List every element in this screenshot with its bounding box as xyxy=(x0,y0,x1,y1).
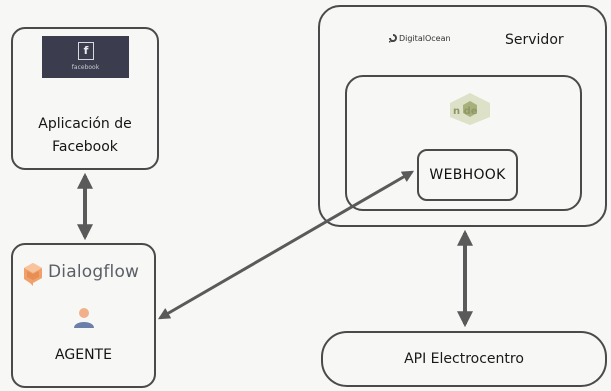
nodejs-wordmark: n de xyxy=(453,106,478,117)
dialogflow-brand: Dialogflow xyxy=(48,262,140,282)
api-label: API Electrocentro xyxy=(404,351,524,367)
facebook-wordmark: facebook xyxy=(71,64,100,71)
facebook-f-icon: f xyxy=(78,42,94,60)
digitalocean-icon xyxy=(389,34,397,43)
webhook-label: WEBHOOK xyxy=(429,167,506,183)
digitalocean-brand: DigitalOcean xyxy=(399,34,451,43)
api-electrocentro-node: API Electrocentro xyxy=(321,331,607,387)
webhook-node: WEBHOOK xyxy=(417,149,518,201)
facebook-logo: f facebook xyxy=(42,36,129,78)
dialogflow-icon xyxy=(24,263,42,286)
facebook-app-label-line1: Aplicación de xyxy=(38,116,132,132)
server-label: Servidor xyxy=(505,32,564,48)
facebook-app-label-line2: Facebook xyxy=(52,139,118,155)
facebook-app-label: Aplicación de Facebook xyxy=(18,113,152,159)
nodejs-icon: n de xyxy=(450,93,490,125)
arrow-dialogflow-webhook xyxy=(157,170,415,320)
agent-label: AGENTE xyxy=(55,347,112,363)
person-icon xyxy=(74,308,94,328)
